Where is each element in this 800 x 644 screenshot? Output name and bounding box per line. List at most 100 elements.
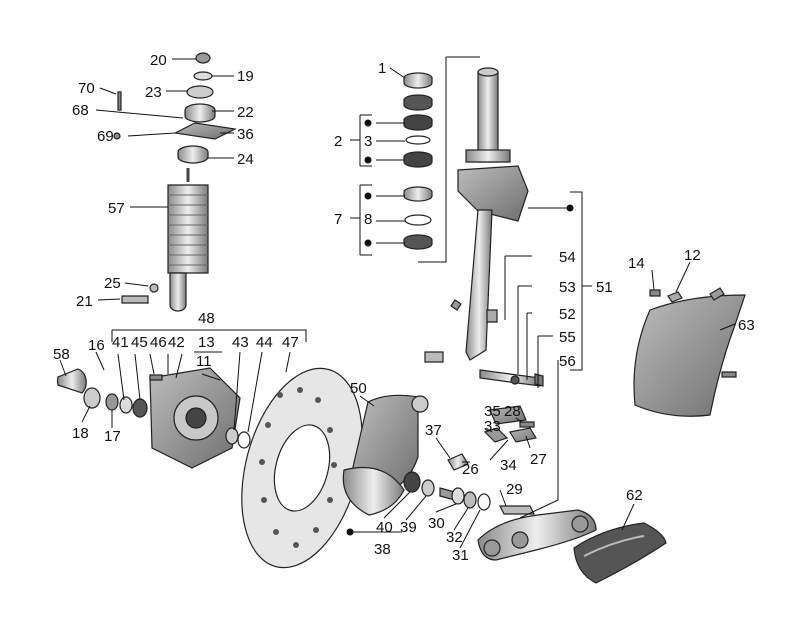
bolt-16 <box>149 374 163 381</box>
screw-70 <box>117 91 122 111</box>
ring-17 <box>105 393 119 411</box>
label-46: 46 <box>150 334 167 351</box>
shock-body <box>169 272 187 312</box>
seal-45 <box>132 398 148 418</box>
label-19: 19 <box>237 68 254 85</box>
label-38: 38 <box>374 541 391 558</box>
label-22: 22 <box>237 104 254 121</box>
label-34: 34 <box>500 457 517 474</box>
ring-3 <box>405 135 431 145</box>
plate-35 <box>489 405 527 425</box>
mudguard-assembly <box>633 287 746 417</box>
ring-7 <box>403 186 433 202</box>
shock-absorber-assembly <box>113 52 237 312</box>
ring-8 <box>404 214 432 226</box>
washer-41 <box>119 396 133 414</box>
label-32: 32 <box>446 529 463 546</box>
bearing-18 <box>83 387 101 409</box>
label-57: 57 <box>108 200 125 217</box>
label-52: 52 <box>559 306 576 323</box>
label-43: 43 <box>232 334 249 351</box>
label-17: 17 <box>104 428 121 445</box>
bolt-21 <box>121 295 149 304</box>
callout-labels: 20 19 23 22 70 68 69 36 24 57 25 21 1 2 … <box>53 52 755 564</box>
nut-20 <box>195 52 211 64</box>
fork-crown <box>457 165 529 222</box>
washer-25 <box>149 283 159 293</box>
label-7: 7 <box>334 211 342 228</box>
label-55: 55 <box>559 329 576 346</box>
label-11: 11 <box>196 353 212 370</box>
housing-38 <box>342 466 405 516</box>
label-24: 24 <box>237 151 254 168</box>
label-36: 36 <box>237 126 254 143</box>
label-45: 45 <box>131 334 148 351</box>
steering-tube <box>477 71 499 163</box>
label-68: 68 <box>72 102 89 119</box>
caliper-housing <box>342 394 537 516</box>
label-13: 13 <box>198 334 215 351</box>
clip-12 <box>667 291 683 303</box>
bearing-lower <box>403 151 433 168</box>
link-arm <box>477 509 597 561</box>
wheel-hub-assembly <box>56 367 251 469</box>
label-56: 56 <box>559 353 576 370</box>
label-14: 14 <box>628 255 645 272</box>
label-42: 42 <box>168 334 185 351</box>
steering-bearings <box>403 72 433 250</box>
label-23: 23 <box>145 84 162 101</box>
label-44: 44 <box>256 334 273 351</box>
washer-43 <box>225 427 239 445</box>
label-25: 25 <box>104 275 121 292</box>
nut-58 <box>56 368 87 394</box>
label-3: 3 <box>364 133 372 150</box>
mudguard-63 <box>633 294 746 417</box>
label-54: 54 <box>559 249 576 266</box>
label-29: 29 <box>506 481 523 498</box>
washer-32 <box>463 491 477 509</box>
bush-22 <box>184 103 216 123</box>
label-8: 8 <box>364 211 372 228</box>
label-39: 39 <box>400 519 417 536</box>
bearing-upper <box>403 94 433 111</box>
label-37: 37 <box>425 422 442 439</box>
cap-24 <box>177 145 209 164</box>
bearing-7b <box>403 234 433 250</box>
bullet-markers <box>346 119 574 536</box>
label-16: 16 <box>88 337 105 354</box>
washer-23 <box>186 85 214 99</box>
plate-36 <box>173 122 237 140</box>
brake-disc-47 <box>241 367 363 569</box>
bush-26 <box>447 453 469 471</box>
pin-29 <box>499 505 535 515</box>
ring-44 <box>237 431 251 449</box>
label-69: 69 <box>97 128 114 145</box>
label-31: 31 <box>452 547 469 564</box>
label-35: 35 <box>484 403 501 420</box>
label-62: 62 <box>626 487 643 504</box>
label-53: 53 <box>559 279 576 296</box>
cover-62 <box>573 522 667 584</box>
label-63: 63 <box>738 317 755 334</box>
leader-lines <box>59 56 736 549</box>
washer-30 <box>451 487 465 505</box>
label-20: 20 <box>150 52 167 69</box>
label-70: 70 <box>78 80 95 97</box>
swing-arm <box>477 505 667 584</box>
label-58: 58 <box>53 346 70 363</box>
label-50: 50 <box>350 380 367 397</box>
label-33: 33 <box>484 418 501 435</box>
bearing-2 <box>403 114 433 131</box>
label-51: 51 <box>596 279 613 296</box>
plate-27 <box>509 427 537 443</box>
label-12: 12 <box>684 247 701 264</box>
shock-boot-57 <box>167 184 209 274</box>
clip-69 <box>113 132 121 140</box>
screw-28 <box>519 421 535 428</box>
label-2: 2 <box>334 133 342 150</box>
label-47: 47 <box>282 334 299 351</box>
steering-fork <box>424 67 544 387</box>
label-40: 40 <box>376 519 393 536</box>
